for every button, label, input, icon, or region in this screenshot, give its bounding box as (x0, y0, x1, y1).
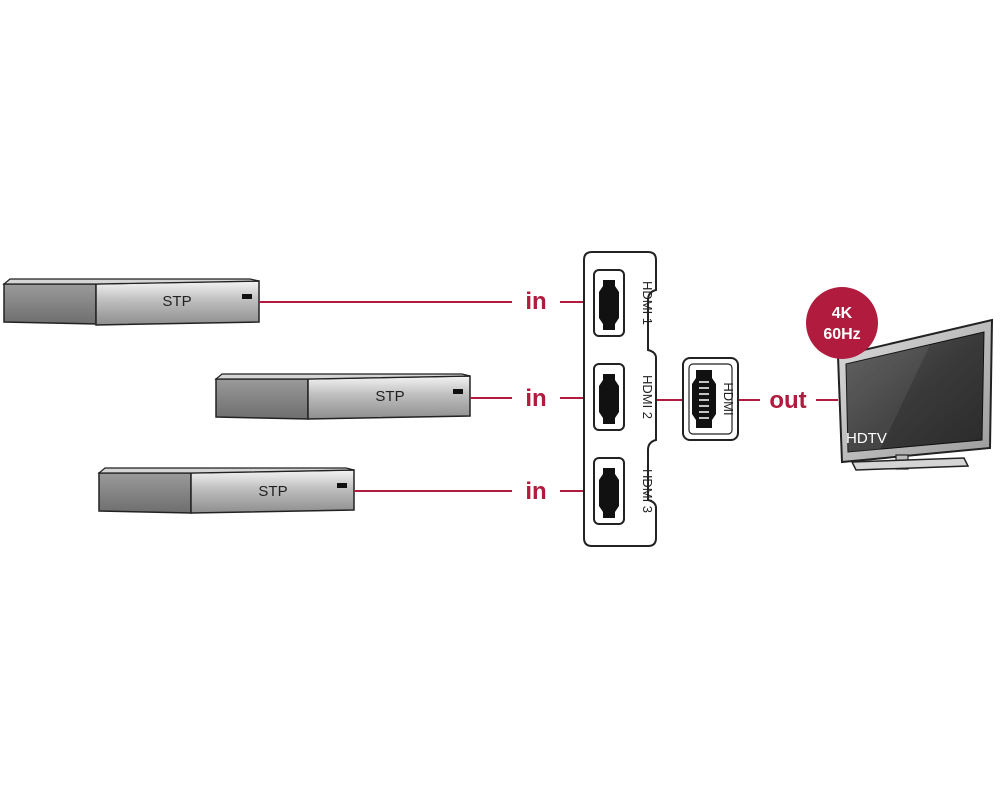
hdmi-output-connector: HDMI (682, 357, 739, 441)
power-indicator-icon (242, 294, 252, 299)
hdmi-pins-icon (699, 381, 709, 419)
stp-label-1: STP (162, 293, 191, 310)
badge-line1: 4K (832, 305, 853, 322)
badge-line2: 60Hz (823, 326, 860, 343)
port-label-2: HDMI 2 (640, 375, 655, 419)
hdmi-port-2: HDMI 2 (593, 363, 655, 431)
set-top-box-2: STP (214, 373, 471, 420)
input-label-1: in (525, 288, 546, 315)
tv-screen (845, 331, 985, 453)
output-port-label: HDMI (721, 382, 736, 415)
port-label-3: HDMI 3 (640, 469, 655, 513)
hdmi-switch: HDMI 1 HDMI 2 HDMI 3 (583, 251, 657, 547)
hdmi-plug-icon (692, 370, 716, 428)
set-top-box-3: STP (97, 467, 355, 514)
input-label-3: in (525, 478, 546, 505)
power-indicator-icon (453, 389, 463, 394)
set-top-box-1: STP (2, 278, 260, 326)
hdmi-port-icon (599, 468, 619, 518)
power-indicator-icon (337, 483, 347, 488)
tv-stand (850, 457, 970, 471)
resolution-badge: 4K 60Hz (806, 287, 878, 359)
output-label: out (769, 387, 806, 414)
connection-lines (259, 301, 844, 492)
badge-circle (806, 287, 878, 359)
hdmi-port-1: HDMI 1 (593, 269, 655, 337)
port-label-1: HDMI 1 (640, 281, 655, 325)
hdmi-port-icon (599, 374, 619, 424)
hdtv: HDTV (836, 318, 994, 471)
input-label-2: in (525, 385, 546, 412)
stp-label-3: STP (258, 483, 287, 500)
tv-label: HDTV (846, 430, 887, 447)
hdmi-port-3: HDMI 3 (593, 457, 655, 525)
hdmi-port-icon (599, 280, 619, 330)
stp-label-2: STP (375, 388, 404, 405)
